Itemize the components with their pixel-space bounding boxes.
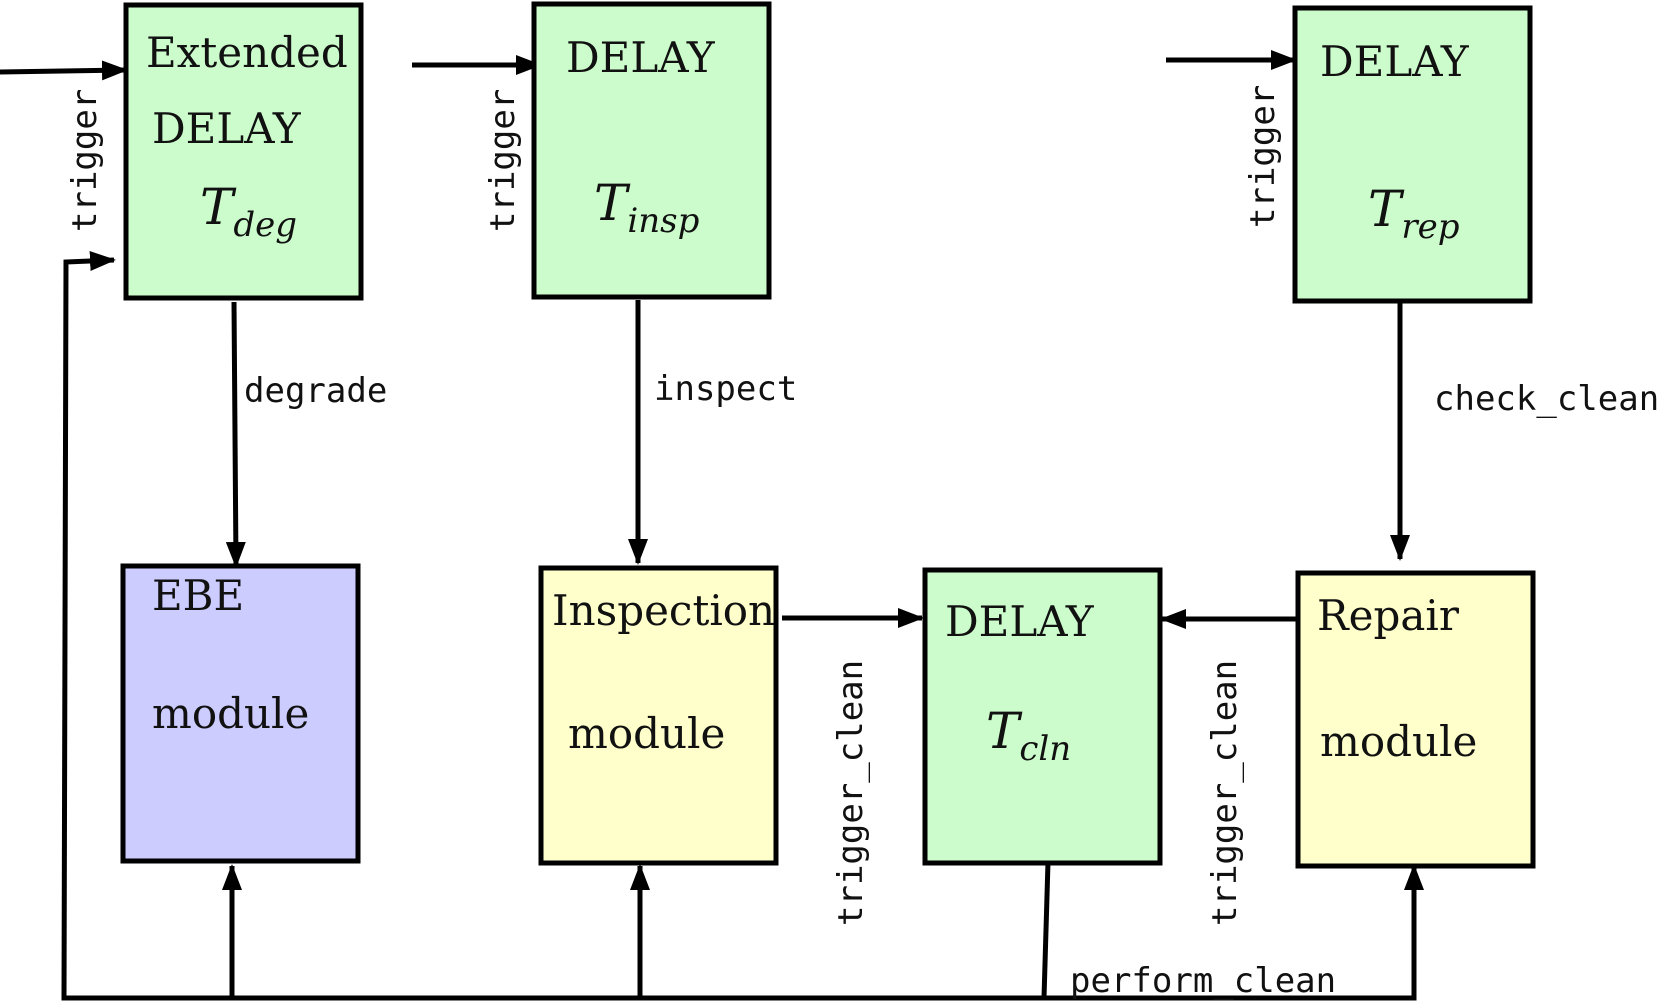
- delay-cln-symbol: Tcln: [986, 702, 1071, 769]
- degrade-arrow: [225, 301, 246, 568]
- delay-cln-line1: DELAY: [945, 597, 1095, 646]
- ebe-module-block: EBE module: [120, 563, 361, 864]
- trigger-clean-label-1: trigger_clean: [831, 660, 871, 926]
- repair-module-block: Repair module: [1295, 570, 1536, 869]
- delay-insp-line1: DELAY: [566, 33, 716, 82]
- perform-clean-bus: [61, 251, 1051, 1001]
- perform-clean-label: perform_clean: [1070, 961, 1336, 1001]
- extended-delay-symbol: Tdeg: [200, 178, 297, 245]
- trigger-label-1: trigger: [65, 89, 105, 232]
- repair-module-line2: module: [1320, 717, 1477, 766]
- delay-insp-symbol: Tinsp: [594, 174, 699, 241]
- inspection-module-block: Inspection module: [538, 565, 779, 866]
- delay-cln-block: DELAY Tcln: [922, 567, 1163, 866]
- delay-rep-symbol: Trep: [1368, 180, 1460, 247]
- delay-insp-block: DELAY Tinsp: [531, 1, 772, 300]
- extended-delay-block: Extended DELAY Tdeg: [123, 2, 364, 301]
- check-clean-label: check_clean: [1434, 379, 1659, 419]
- degrade-label: degrade: [244, 371, 387, 411]
- trigger-arrow-extended-delay: [0, 60, 128, 81]
- connections: [0, 50, 1424, 1001]
- trigger-clean-label-2: trigger_clean: [1205, 660, 1245, 926]
- delay-rep-block: DELAY Trep: [1292, 5, 1533, 304]
- extended-delay-line2: DELAY: [152, 104, 302, 153]
- signal-labels: trigger trigger trigger degrade inspect …: [65, 85, 1659, 1001]
- extended-delay-line1: Extended: [146, 28, 348, 77]
- trigger-label-2: trigger: [483, 89, 523, 232]
- inspect-label: inspect: [654, 369, 797, 409]
- inspection-module-line2: module: [568, 709, 725, 758]
- ebe-module-line2: module: [152, 689, 309, 738]
- repair-module-line1: Repair: [1317, 591, 1460, 640]
- inspection-module-line1: Inspection: [552, 586, 775, 635]
- trigger-label-3: trigger: [1243, 85, 1283, 228]
- perform-clean-to-repair: [1044, 864, 1424, 1001]
- delay-rep-line1: DELAY: [1320, 37, 1470, 86]
- ebe-module-line1: EBE: [152, 571, 244, 620]
